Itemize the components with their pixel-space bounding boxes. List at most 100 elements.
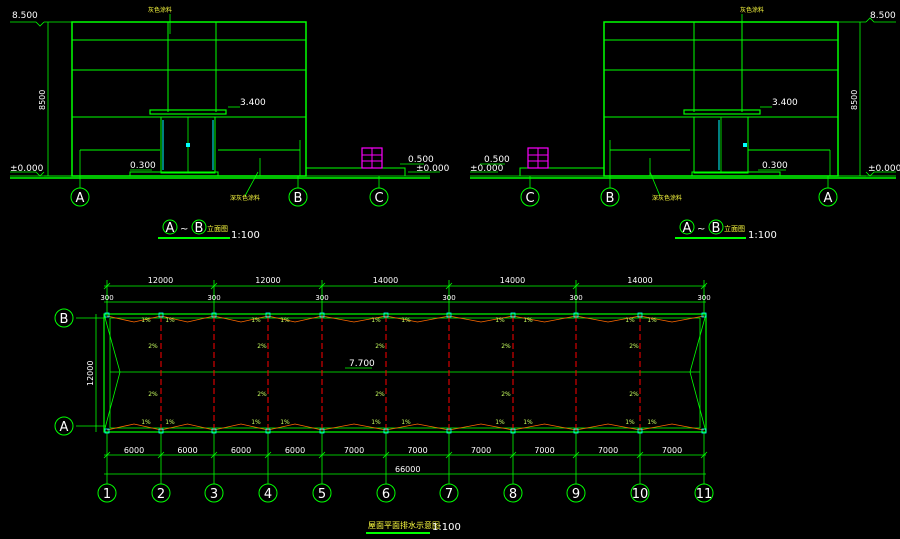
axis-bubble-b: B bbox=[288, 187, 308, 207]
note-bottom: 深灰色涂料 bbox=[230, 194, 260, 202]
edge-dimension: 300 bbox=[697, 294, 710, 302]
note-top: 灰色涂料 bbox=[740, 6, 764, 14]
bottom-dim-slash bbox=[103, 451, 111, 459]
svg-text:立面图: 立面图 bbox=[724, 224, 745, 233]
level-canopy: 3.400 bbox=[240, 98, 266, 108]
column-marker bbox=[701, 312, 707, 318]
edge-dimension: 300 bbox=[100, 294, 113, 302]
level-annex-top: 0.500 bbox=[484, 155, 510, 165]
note-top: 灰色涂料 bbox=[148, 6, 172, 14]
svg-text:屋面平面排水示意图: 屋面平面排水示意图 bbox=[368, 520, 440, 530]
slope-label: 1% bbox=[401, 419, 411, 426]
axis-bubble-b: B bbox=[600, 187, 620, 207]
column-marker bbox=[446, 428, 452, 434]
top-dim-slash bbox=[572, 282, 580, 290]
note-bottom: 深灰色涂料 bbox=[652, 194, 682, 202]
total-dimension: 66000 bbox=[395, 465, 420, 474]
level-ground: ±0.000 bbox=[10, 164, 44, 174]
svg-text:1: 1 bbox=[103, 487, 111, 502]
bottom-dimension: 6000 bbox=[177, 446, 197, 455]
slope-label: 1% bbox=[280, 419, 290, 426]
svg-text:11: 11 bbox=[696, 487, 713, 502]
column-marker bbox=[510, 312, 516, 318]
svg-text:5: 5 bbox=[318, 487, 326, 502]
column-marker bbox=[319, 312, 325, 318]
col-axis-4: 4 bbox=[258, 480, 278, 503]
elevation-right-title: A ~ B 立面图 1:100 bbox=[675, 219, 777, 241]
ridge-level: 7.700 bbox=[349, 359, 375, 369]
svg-text:9: 9 bbox=[572, 487, 580, 502]
level-canopy: 3.400 bbox=[772, 98, 798, 108]
bottom-dim-slash bbox=[509, 451, 517, 459]
bottom-dimension: 7000 bbox=[534, 446, 554, 455]
col-axis-2: 2 bbox=[151, 480, 171, 503]
slope-label: 2% bbox=[257, 343, 267, 350]
top-dimension: 14000 bbox=[500, 276, 525, 285]
level-step: 0.300 bbox=[130, 161, 156, 171]
svg-text:B: B bbox=[294, 191, 303, 206]
top-dimension: 12000 bbox=[148, 276, 173, 285]
column-marker bbox=[637, 428, 643, 434]
slope-label: 1% bbox=[647, 419, 657, 426]
elevation-left-title: A ~ B 立面图 1:100 bbox=[158, 219, 260, 241]
svg-text:1:100: 1:100 bbox=[231, 230, 260, 241]
top-dimension: 14000 bbox=[373, 276, 398, 285]
svg-text:3: 3 bbox=[210, 487, 218, 502]
column-marker bbox=[510, 428, 516, 434]
column-marker bbox=[211, 312, 217, 318]
level-annex-top: 0.500 bbox=[408, 155, 434, 165]
level-top: 8.500 bbox=[12, 11, 38, 21]
svg-text:B: B bbox=[195, 221, 204, 236]
column-marker bbox=[319, 428, 325, 434]
slope-label: 1% bbox=[280, 317, 290, 324]
svg-text:7: 7 bbox=[445, 487, 453, 502]
svg-text:1:100: 1:100 bbox=[748, 230, 777, 241]
level-step: 0.300 bbox=[762, 161, 788, 171]
col-axis-8: 8 bbox=[503, 480, 523, 503]
column-marker bbox=[265, 428, 271, 434]
col-axis-7: 7 bbox=[439, 480, 459, 503]
roof-plan: 1%1%1%1%1%1%1%1%1%1%1%1%1%1%1%1%1%1%1%1%… bbox=[54, 276, 714, 534]
slope-label: 1% bbox=[165, 419, 175, 426]
column-marker bbox=[104, 312, 110, 318]
slope-label: 1% bbox=[647, 317, 657, 324]
bottom-dim-slash bbox=[700, 451, 708, 459]
top-dim-slash bbox=[700, 282, 708, 290]
slope-label: 2% bbox=[629, 391, 639, 398]
svg-text:1:100: 1:100 bbox=[432, 522, 461, 533]
svg-text:~: ~ bbox=[180, 224, 188, 235]
roof-plan-title: 屋面平面排水示意图 1:100 bbox=[366, 520, 461, 534]
axis-bubble-a: A bbox=[818, 187, 838, 207]
column-marker bbox=[573, 428, 579, 434]
slope-label: 2% bbox=[501, 343, 511, 350]
bottom-dim-slash bbox=[636, 451, 644, 459]
svg-text:2: 2 bbox=[157, 487, 165, 502]
slope-label: 1% bbox=[141, 317, 151, 324]
slope-label: 1% bbox=[625, 419, 635, 426]
edge-dimension: 300 bbox=[207, 294, 220, 302]
axis-bubble-c: C bbox=[520, 187, 540, 207]
axis-bubble-a: A bbox=[70, 187, 90, 207]
edge-dimension: 300 bbox=[569, 294, 582, 302]
edge-dimension: 300 bbox=[315, 294, 328, 302]
elevation-right: 灰色涂料 8.500 ±0.000 8500 3.400 0.300 0.500… bbox=[470, 6, 900, 241]
svg-text:B: B bbox=[60, 312, 69, 327]
level-annex-ground: ±0.000 bbox=[416, 164, 450, 174]
slope-label: 1% bbox=[401, 317, 411, 324]
svg-text:10: 10 bbox=[632, 487, 649, 502]
slope-label: 1% bbox=[495, 317, 505, 324]
bottom-dim-slash bbox=[210, 451, 218, 459]
slope-label: 2% bbox=[629, 343, 639, 350]
slope-label: 1% bbox=[495, 419, 505, 426]
svg-text:B: B bbox=[712, 221, 721, 236]
svg-text:B: B bbox=[606, 191, 615, 206]
row-axis-a: A bbox=[54, 416, 74, 436]
column-marker bbox=[383, 428, 389, 434]
svg-text:C: C bbox=[525, 191, 534, 206]
top-dim-slash bbox=[103, 282, 111, 290]
col-axis-11: 11 bbox=[694, 480, 714, 503]
slope-label: 1% bbox=[523, 317, 533, 324]
top-dim-slash bbox=[445, 282, 453, 290]
edge-dimension: 300 bbox=[442, 294, 455, 302]
